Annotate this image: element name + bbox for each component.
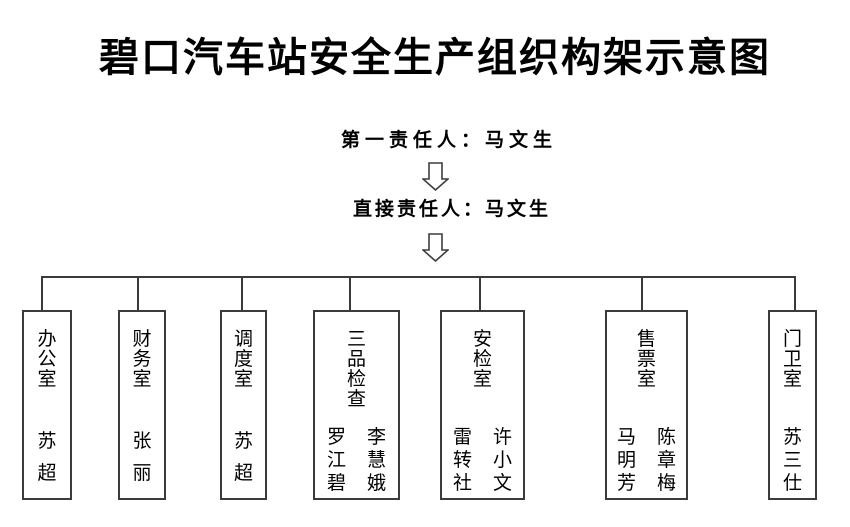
staff-name: 苏超: [37, 431, 57, 484]
staff-name: 许小文: [492, 427, 512, 494]
dept-box-finance: 财务室 张丽: [118, 310, 166, 500]
staff-name: 苏三仕: [782, 427, 802, 494]
first-responsible-label: 第一责任人：马文生: [340, 130, 558, 151]
dept-box-security-check: 安检室 许小文 雷转社: [440, 310, 525, 500]
dept-title: 办公室: [37, 329, 57, 390]
dept-staff-list: 张丽: [132, 426, 152, 490]
dept-staff-list: 许小文 雷转社: [453, 426, 513, 495]
connector-horizontal-line: [41, 276, 796, 278]
down-arrow-icon: [422, 233, 449, 262]
connector-drop-line: [41, 276, 43, 310]
page-title: 碧口汽车站安全生产组织构架示意图: [99, 35, 771, 80]
dept-box-office: 办公室 苏超: [22, 310, 72, 500]
dept-box-three-item-inspection: 三品检查 李慧娥 罗江碧: [313, 310, 400, 500]
dept-title: 财务室: [132, 329, 152, 390]
dept-box-dispatch: 调度室 苏超: [220, 310, 267, 500]
staff-name: 张丽: [132, 431, 152, 484]
staff-name: 陈章梅: [656, 427, 676, 494]
staff-name: 罗江碧: [326, 427, 346, 494]
dept-title: 安检室: [472, 329, 492, 390]
staff-name: 李慧娥: [366, 427, 386, 494]
connector-drop-line: [349, 276, 351, 310]
dept-staff-list: 苏超: [37, 426, 57, 490]
staff-name: 马明芳: [616, 427, 636, 494]
connector-drop-line: [794, 276, 796, 310]
dept-title: 门卫室: [782, 329, 802, 390]
dept-title: 售票室: [636, 329, 656, 390]
connector-drop-line: [241, 276, 243, 310]
staff-name: 雷转社: [452, 427, 472, 494]
connector-drop-line: [641, 276, 643, 310]
connector-drop-line: [479, 276, 481, 310]
dept-title: 三品检查: [346, 329, 366, 410]
direct-responsible-label: 直接责任人：马文生: [352, 199, 552, 220]
dept-staff-list: 陈章梅 马明芳: [617, 426, 677, 495]
dept-staff-list: 苏超: [234, 426, 254, 490]
dept-title: 调度室: [233, 329, 253, 390]
dept-box-ticket-office: 售票室 陈章梅 马明芳: [605, 310, 688, 500]
dept-staff-list: 苏三仕: [783, 426, 803, 495]
staff-name: 苏超: [233, 431, 253, 484]
dept-staff-list: 李慧娥 罗江碧: [327, 426, 387, 495]
connector-drop-line: [137, 276, 139, 310]
dept-box-gatehouse: 门卫室 苏三仕: [768, 310, 817, 500]
down-arrow-icon: [422, 162, 449, 191]
